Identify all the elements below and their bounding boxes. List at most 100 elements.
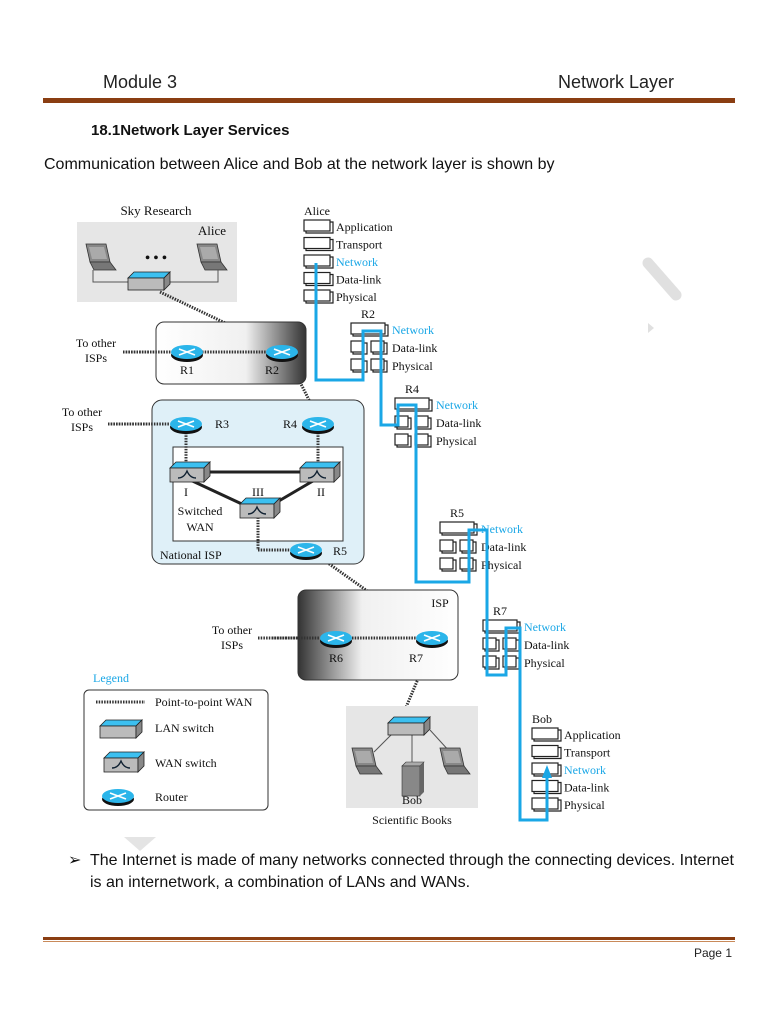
layer-label-network: Network <box>392 323 434 337</box>
layer-box <box>439 557 457 572</box>
decorative-triangle-icon <box>124 837 156 851</box>
layer-label-network: Network <box>564 763 606 777</box>
legend-item: LAN switch <box>155 721 214 735</box>
legend-title: Legend <box>93 671 129 685</box>
national-isp-label: National ISP <box>160 548 222 562</box>
layer-label-data-link: Data-link <box>564 781 609 795</box>
layer-box <box>482 637 500 652</box>
layer-box <box>303 219 334 234</box>
layer-label-application: Application <box>564 728 621 742</box>
hosts-ellipsis: • • • <box>145 251 167 266</box>
bullet-item: ➢ The Internet is made of many networks … <box>68 850 738 894</box>
header-module: Module 3 <box>103 72 178 92</box>
r5-stack-title: R5 <box>450 506 464 520</box>
layer-box <box>531 727 562 742</box>
switched-wan-label: Switched <box>178 504 223 518</box>
local-isp-box <box>297 589 459 681</box>
to-other-isps-label: To other <box>212 623 252 637</box>
server-icon <box>401 761 425 797</box>
router-label-r4: R4 <box>283 417 297 431</box>
intro-paragraph: Communication between Alice and Bob at t… <box>44 156 555 173</box>
isp-label: ISP <box>431 596 449 610</box>
scientific-books-title: Scientific Books <box>372 813 452 827</box>
alice-stack-title: Alice <box>304 204 330 218</box>
layer-label-application: Application <box>336 220 393 234</box>
protocol-stacks: AliceApplicationTransportNetworkData-lin… <box>303 204 621 812</box>
layer-box <box>303 271 334 287</box>
to-other-isps-label: To other <box>76 336 116 350</box>
footer-rule <box>43 937 735 940</box>
wan-switch-icon <box>103 751 145 773</box>
bullet-text: The Internet is made of many networks co… <box>90 852 734 891</box>
switched-wan-label: WAN <box>186 520 214 534</box>
router-label-r2: R2 <box>265 363 279 377</box>
header-rule <box>43 98 735 103</box>
layer-box <box>303 254 334 269</box>
section-title: 18.1Network Layer Services <box>91 122 290 139</box>
wan-switch-icon <box>169 461 211 483</box>
wan-switch-icon <box>299 461 341 483</box>
to-other-isps-label: ISPs <box>71 420 93 434</box>
layer-label-physical: Physical <box>524 656 565 670</box>
layer-label-data-link: Data-link <box>481 540 526 554</box>
router-icon <box>101 788 135 807</box>
router-icon <box>415 630 449 649</box>
bullet-arrow-icon: ➢ <box>68 852 82 869</box>
router-icon <box>319 630 353 649</box>
router-icon <box>301 416 335 435</box>
layer-label-physical: Physical <box>481 558 522 572</box>
router-icon <box>289 542 323 561</box>
layer-label-data-link: Data-link <box>336 273 381 287</box>
r7-stack-title: R7 <box>493 604 507 618</box>
router-icon <box>169 416 203 435</box>
router-icon <box>170 344 204 363</box>
lan-switch-icon <box>99 719 143 739</box>
layer-box <box>439 539 457 554</box>
decorative-slash-icon <box>642 257 682 333</box>
layer-box <box>350 358 368 373</box>
layer-label-physical: Physical <box>336 290 377 304</box>
layer-label-physical: Physical <box>436 434 477 448</box>
arrow-head-icon <box>542 765 552 778</box>
layer-label-network: Network <box>336 255 378 269</box>
switch-label: III <box>252 485 264 499</box>
r4-stack-title: R4 <box>405 382 419 396</box>
router-label-r6: R6 <box>329 651 343 665</box>
layer-box <box>531 744 562 760</box>
layer-label-physical: Physical <box>564 798 605 812</box>
layer-label-transport: Transport <box>336 238 383 252</box>
switch-label: I <box>184 485 188 499</box>
layer-label-data-link: Data-link <box>392 341 437 355</box>
bob-stack-title: Bob <box>532 712 552 726</box>
layer-box <box>303 289 334 304</box>
router-icon <box>265 344 299 363</box>
layer-label-network: Network <box>481 522 523 536</box>
router-label-r5: R5 <box>333 544 347 558</box>
layer-label-network: Network <box>524 620 566 634</box>
legend-item: Router <box>155 790 188 804</box>
layer-box <box>482 655 500 670</box>
sky-research-title: Sky Research <box>120 203 192 218</box>
layer-label-transport: Transport <box>564 746 611 760</box>
lan-switch-icon <box>387 716 431 736</box>
alice-host-label: Alice <box>198 223 226 238</box>
footer-rule-thin <box>43 941 735 942</box>
network-figure: Sky Research Alice • • • To other ISPs R… <box>62 203 621 827</box>
to-other-isps-label: ISPs <box>221 638 243 652</box>
layer-box <box>394 433 412 448</box>
layer-label-data-link: Data-link <box>436 416 481 430</box>
header-topic: Network Layer <box>557 72 674 92</box>
wan-switch-icon <box>239 497 281 519</box>
switch-label: II <box>317 485 325 499</box>
lan-switch-icon <box>127 271 171 291</box>
legend-item: WAN switch <box>155 756 217 770</box>
communication-path <box>398 403 549 822</box>
to-other-isps-label: ISPs <box>85 351 107 365</box>
layer-label-data-link: Data-link <box>524 638 569 652</box>
router-label-r7: R7 <box>409 651 423 665</box>
layer-box <box>350 340 368 355</box>
layer-box <box>303 236 334 252</box>
to-other-isps-label: To other <box>62 405 102 419</box>
bob-host-label: Bob <box>402 793 422 807</box>
legend-item: Point-to-point WAN <box>155 695 253 709</box>
